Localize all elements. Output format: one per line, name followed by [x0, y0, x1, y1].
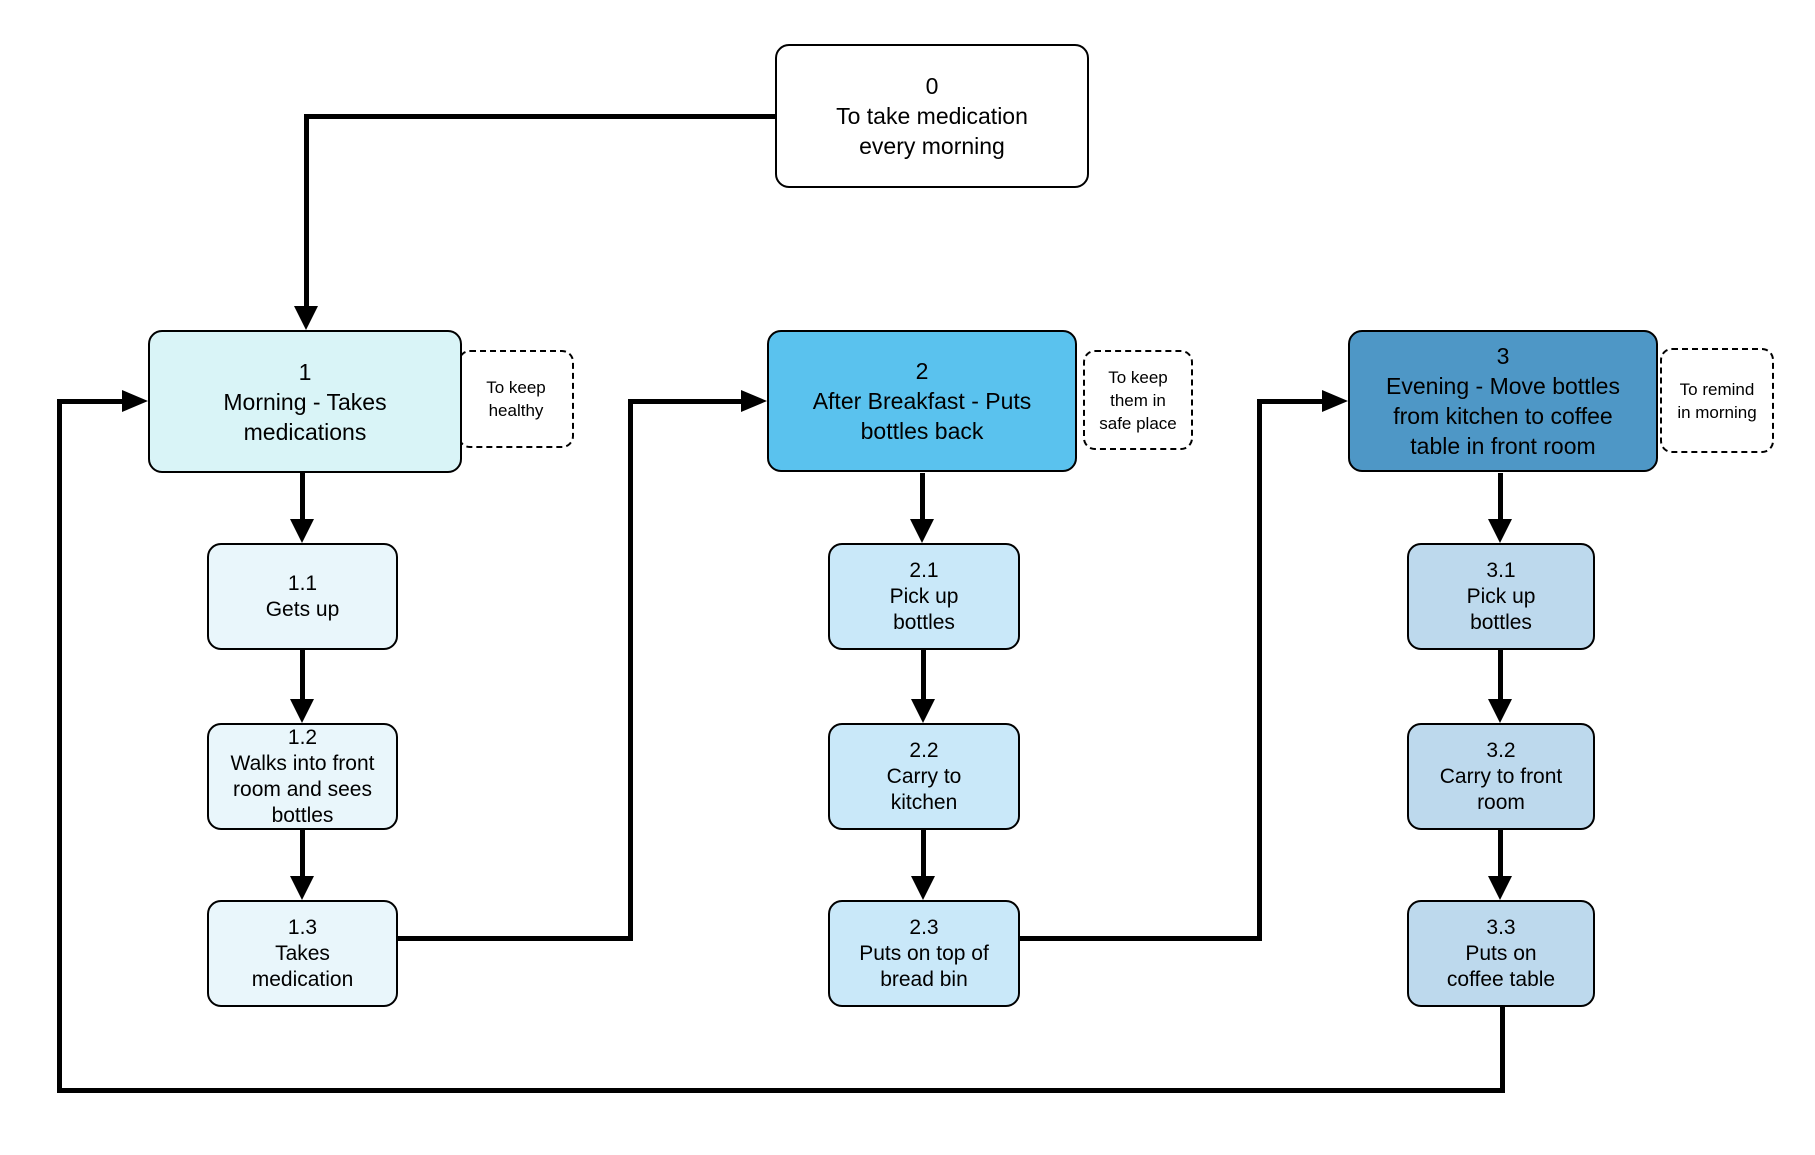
connector-step23-to-task3-bottom: [1020, 936, 1262, 941]
step13-number: 1.3: [287, 915, 318, 939]
connector-loop-bottom: [57, 1088, 1505, 1093]
task3-number: 3: [1496, 343, 1510, 369]
step11-label: Gets up: [265, 597, 340, 621]
task-box-2-after-breakfast: 2 After Breakfast - Puts bottles back: [767, 330, 1077, 472]
connector-step13-to-task2-top: [628, 399, 741, 404]
step33-number: 3.3: [1486, 915, 1516, 939]
task2-label: After Breakfast - Puts bottles back: [812, 388, 1032, 444]
connector-step13-to-task2-vertical: [628, 399, 633, 941]
connector-step31-to-step32: [1498, 650, 1503, 699]
step-box-2-1: 2.1 Pick up bottles: [828, 543, 1020, 650]
note-task2-goal-text: To keep them in safe place: [1099, 367, 1177, 433]
arrowhead-into-step22: [911, 699, 935, 723]
note-task3-goal: To remind in morning: [1660, 348, 1774, 453]
task0-number: 0: [925, 73, 939, 99]
connector-root-to-task1-horizontal: [304, 114, 775, 119]
connector-step22-to-step23: [921, 830, 926, 876]
step13-label: Takes medication: [251, 941, 354, 991]
connector-step23-to-task3-vertical: [1257, 399, 1262, 941]
step-box-1-2: 1.2 Walks into front room and sees bottl…: [207, 723, 398, 830]
step23-label: Puts on top of bread bin: [859, 941, 989, 991]
step32-label: Carry to front room: [1439, 764, 1563, 814]
connector-loop-left-vertical: [57, 399, 62, 1093]
note-task3-goal-text: To remind in morning: [1677, 379, 1757, 422]
arrowhead-into-task3-left: [1322, 390, 1348, 412]
step21-label: Pick up bottles: [889, 584, 959, 634]
connector-step21-to-step22: [921, 650, 926, 699]
arrowhead-into-step31: [1488, 519, 1512, 543]
connector-loop-into-task1: [57, 399, 122, 404]
step23-number: 2.3: [909, 915, 939, 939]
task-box-3-evening: 3 Evening - Move bottles from kitchen to…: [1348, 330, 1658, 472]
connector-step32-to-step33: [1498, 830, 1503, 876]
arrowhead-into-step33: [1488, 876, 1512, 900]
step-box-3-2: 3.2 Carry to front room: [1407, 723, 1595, 830]
step32-number: 3.2: [1486, 738, 1516, 762]
arrowhead-into-step21: [910, 519, 934, 543]
arrowhead-into-step11: [290, 519, 314, 543]
task3-label: Evening - Move bottles from kitchen to c…: [1386, 373, 1620, 459]
arrowhead-into-step32: [1488, 699, 1512, 723]
step22-number: 2.2: [909, 738, 939, 762]
step11-number: 1.1: [287, 571, 318, 595]
connector-step11-to-step12: [300, 650, 305, 699]
step-box-3-3: 3.3 Puts on coffee table: [1407, 900, 1595, 1007]
step31-number: 3.1: [1486, 558, 1516, 582]
step-box-1-3: 1.3 Takes medication: [207, 900, 398, 1007]
task0-label: To take medication every morning: [836, 103, 1028, 159]
arrowhead-into-step12: [290, 699, 314, 723]
step-box-2-3: 2.3 Puts on top of bread bin: [828, 900, 1020, 1007]
connector-step12-to-step13: [300, 830, 305, 876]
connector-loop-down-from-step33: [1500, 1007, 1505, 1093]
step-box-1-1: 1.1 Gets up: [207, 543, 398, 650]
note-task2-goal: To keep them in safe place: [1083, 350, 1193, 450]
connector-task1-to-step11: [300, 473, 305, 519]
connector-task3-to-step31: [1498, 473, 1503, 519]
connector-step13-to-task2-bottom: [398, 936, 633, 941]
step31-label: Pick up bottles: [1466, 584, 1536, 634]
task1-label: Morning - Takes medications: [223, 388, 387, 445]
arrowhead-into-task1-top: [294, 306, 318, 330]
step-box-3-1: 3.1 Pick up bottles: [1407, 543, 1595, 650]
note-task1-goal: To keep healthy: [458, 350, 574, 448]
task2-number: 2: [915, 358, 929, 384]
connector-root-to-task1-vertical: [304, 114, 309, 306]
step22-label: Carry to kitchen: [886, 764, 962, 814]
task-box-0-root: 0 To take medication every morning: [775, 44, 1089, 188]
step12-number: 1.2: [287, 725, 318, 749]
step21-number: 2.1: [909, 558, 939, 582]
connector-task2-to-step21: [920, 473, 925, 519]
step12-label: Walks into front room and sees bottles: [230, 751, 375, 827]
arrowhead-into-step13: [290, 876, 314, 900]
arrowhead-into-task2-left: [741, 390, 767, 412]
task-box-1-morning: 1 Morning - Takes medications: [148, 330, 462, 473]
arrowhead-into-task1-left: [122, 390, 148, 412]
step-box-2-2: 2.2 Carry to kitchen: [828, 723, 1020, 830]
task1-number: 1: [298, 358, 312, 385]
note-task1-goal-text: To keep healthy: [486, 378, 546, 420]
step33-label: Puts on coffee table: [1446, 941, 1556, 991]
connector-step23-to-task3-top: [1257, 399, 1322, 404]
arrowhead-into-step23: [911, 876, 935, 900]
